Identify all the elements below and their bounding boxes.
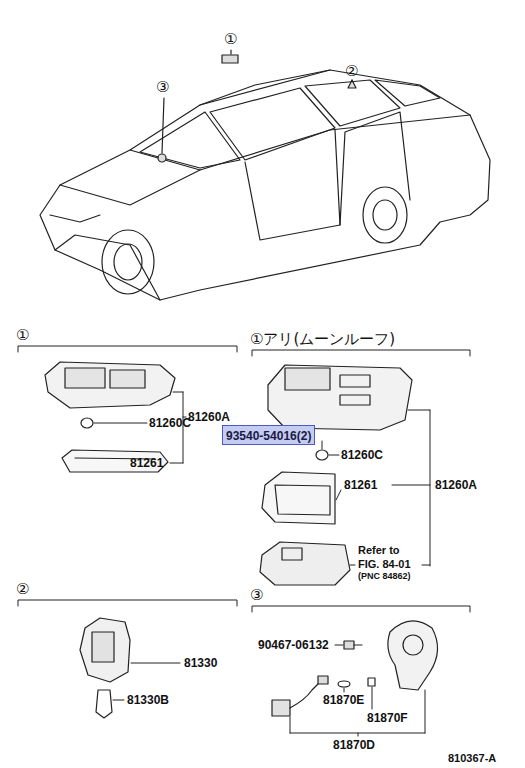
figure-number: 810367-A [448,752,496,765]
car-illustration [40,50,490,300]
callout-number: ② [345,63,358,80]
part-number: 81870E [323,693,364,707]
key-ring-light [272,621,438,716]
part-number: 81260C [149,416,191,430]
moonroof-lamp [260,365,412,585]
section-number: ① [16,327,29,344]
section-number: ② [16,581,29,598]
reference-note: (PNC 84862) [358,571,411,582]
reference-note: Refer to [358,544,400,557]
part-number: 81330 [184,656,217,670]
part-number: 81870D [333,738,375,752]
part-number: 81870F [367,711,408,725]
section-header: ①アリ(ムーンルーフ) [250,331,395,348]
part-number: 81261 [344,478,377,492]
part-number: 81261 [130,456,163,470]
part-number: 81330B [127,693,169,707]
leader-lines [322,410,430,566]
part-number: 81260C [341,448,383,462]
callout-number: ① [224,31,237,48]
part-number: 81260A [435,478,477,492]
section-brackets [18,346,470,612]
section-number: ③ [250,587,263,604]
leader-lines [290,645,425,736]
highlighted-part-number: 93540-54016(2) [222,425,315,445]
reference-note: FIG. 84-01 [358,558,411,571]
callout-number: ③ [156,79,169,96]
part-number: 93540-54016(2) [226,429,311,443]
courtesy-lamp [80,618,130,718]
part-number: 81260A [188,410,230,424]
part-number: 90467-06132 [258,638,329,652]
